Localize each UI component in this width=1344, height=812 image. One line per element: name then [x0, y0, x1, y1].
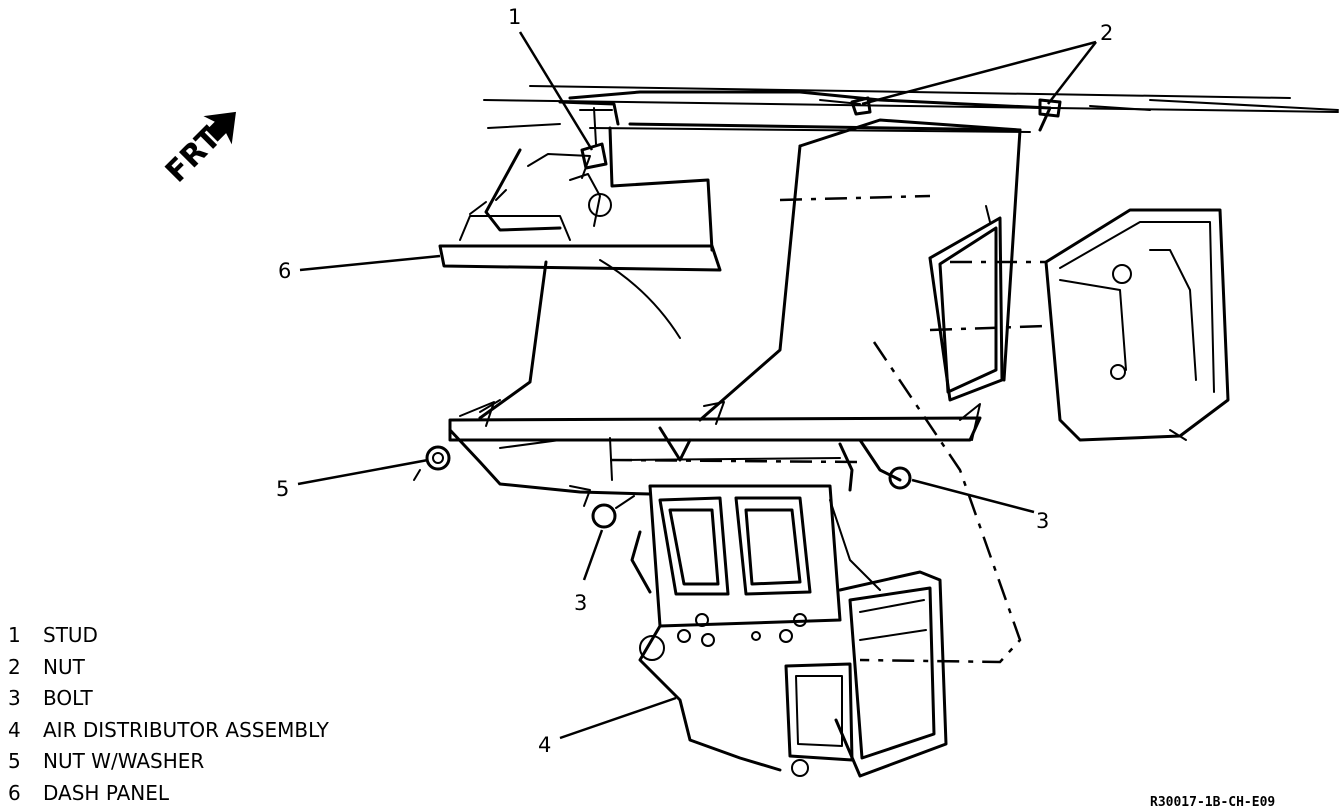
- leader-lines: [297, 31, 1097, 740]
- legend-number: 2: [8, 654, 21, 679]
- stud-1: [580, 142, 608, 170]
- callout-1: 1: [508, 5, 521, 29]
- legend-item: 3 BOLT: [8, 683, 388, 715]
- figure-code: R30017-1B-CH-E09: [1150, 795, 1275, 810]
- air-distributor-assembly: [630, 484, 948, 778]
- callout-3-right: 3: [1036, 509, 1049, 533]
- bolt-3-right: [888, 466, 912, 490]
- legend-number: 3: [8, 686, 21, 710]
- callout-numbers: 1 2 3 3 4 5 6: [276, 5, 1113, 757]
- callout-5: 5: [276, 477, 289, 501]
- phantom-lines: [609, 194, 1047, 664]
- front-orientation-marker: FRT: [159, 111, 236, 190]
- legend-item: 5 NUT W/WASHER: [8, 746, 388, 778]
- legend-label: STUD: [43, 623, 98, 647]
- legend-item: 6 DASH PANEL: [8, 778, 388, 810]
- legend-item: 4 AIR DISTRIBUTOR ASSEMBLY: [8, 715, 388, 747]
- legend-number: 5: [8, 749, 21, 773]
- callout-3-left: 3: [574, 591, 587, 615]
- dash-panel: [438, 126, 722, 339]
- nut-2-right: [1038, 98, 1062, 118]
- legend-label: DASH PANEL: [43, 780, 170, 805]
- legend-item: 2 NUT: [8, 652, 388, 684]
- nut-2-left: [850, 96, 872, 116]
- legend-number: 1: [8, 623, 21, 647]
- callout-6: 6: [278, 259, 291, 283]
- callout-2: 2: [1100, 21, 1113, 45]
- legend-number: 4: [8, 717, 21, 742]
- upper-duct: [478, 90, 1151, 422]
- callout-4: 4: [538, 733, 551, 757]
- legend-item: 1 STUD: [8, 620, 388, 652]
- fasteners: [413, 96, 1062, 529]
- frt-arrow-icon: [203, 111, 236, 145]
- legend-label: AIR DISTRIBUTOR ASSEMBLY: [43, 717, 329, 742]
- distributor-plenum: [448, 399, 982, 496]
- legend-number: 6: [8, 780, 21, 805]
- nut-washer-5: [425, 445, 451, 471]
- parts-legend: 1 STUD 2 NUT 3 BOLT 4 AIR DISTRIBUTOR AS…: [8, 620, 388, 809]
- legend-label: NUT W/WASHER: [43, 749, 205, 773]
- legend-label: NUT: [43, 654, 85, 679]
- bolt-3-left: [591, 503, 617, 529]
- right-housing: [928, 205, 1230, 442]
- legend-label: BOLT: [43, 686, 93, 710]
